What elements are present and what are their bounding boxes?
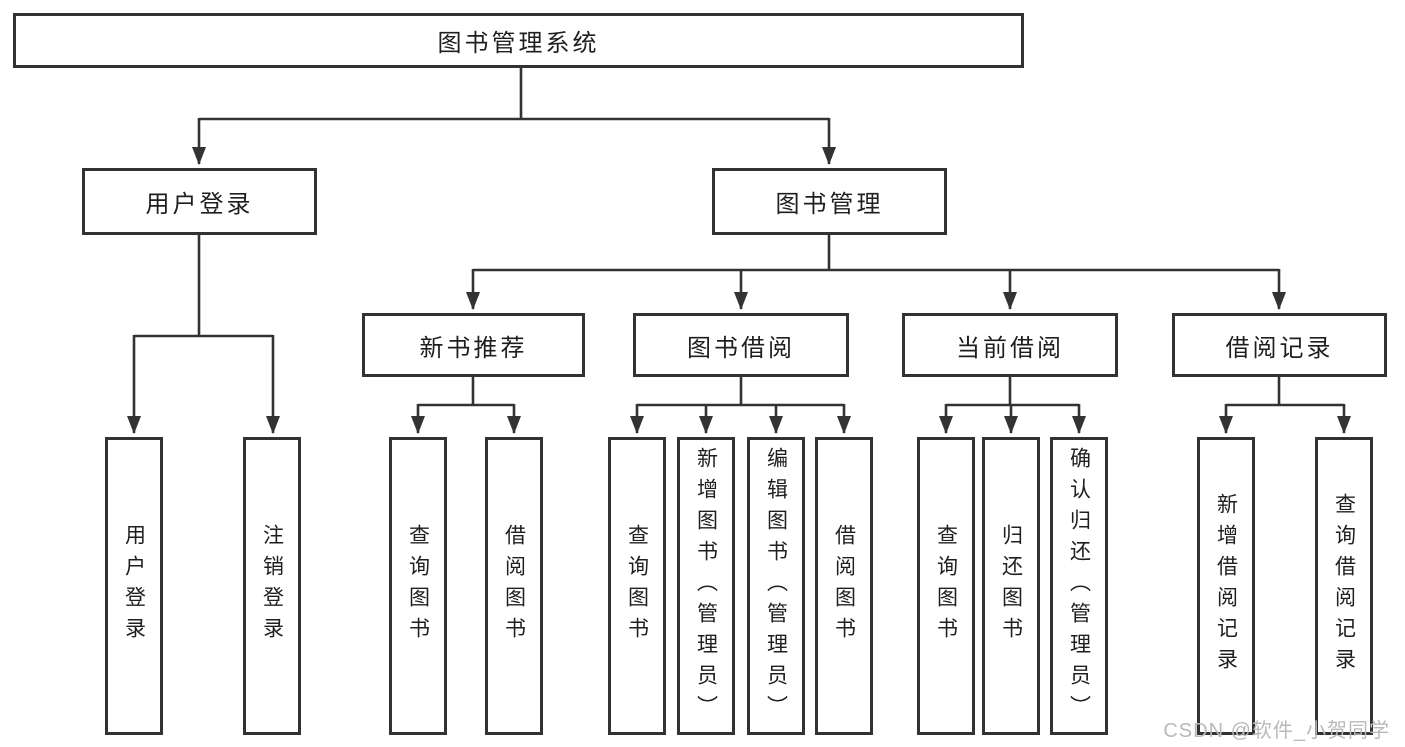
- node-library-management-system: 图书管理系统: [13, 13, 1024, 68]
- leaf-borrow-books: 借阅图书: [485, 437, 543, 735]
- leaf-add-borrow-record: 新增借阅记录: [1197, 437, 1255, 735]
- node-book-borrowing: 图书借阅: [633, 313, 849, 377]
- node-user-login: 用户登录: [82, 168, 317, 235]
- leaf-return-books: 归还图书: [982, 437, 1040, 735]
- leaf-query-borrow-record: 查询借阅记录: [1315, 437, 1373, 735]
- node-borrow-records: 借阅记录: [1172, 313, 1387, 377]
- leaf-query-books: 查询图书: [608, 437, 666, 735]
- node-book-management: 图书管理: [712, 168, 947, 235]
- leaf-query-books: 查询图书: [917, 437, 975, 735]
- leaf-confirm-return-admin: 确认归还（管理员）: [1050, 437, 1108, 735]
- node-new-book-recommendation: 新书推荐: [362, 313, 585, 377]
- leaf-query-books: 查询图书: [389, 437, 447, 735]
- leaf-add-book-admin: 新增图书（管理员）: [677, 437, 735, 735]
- leaf-edit-book-admin: 编辑图书（管理员）: [747, 437, 805, 735]
- leaf-user-login: 用户登录: [105, 437, 163, 735]
- csdn-watermark: CSDN @软件_小贺同学: [1163, 720, 1390, 742]
- leaf-borrow-books: 借阅图书: [815, 437, 873, 735]
- leaf-logout: 注销登录: [243, 437, 301, 735]
- node-current-borrowing: 当前借阅: [902, 313, 1118, 377]
